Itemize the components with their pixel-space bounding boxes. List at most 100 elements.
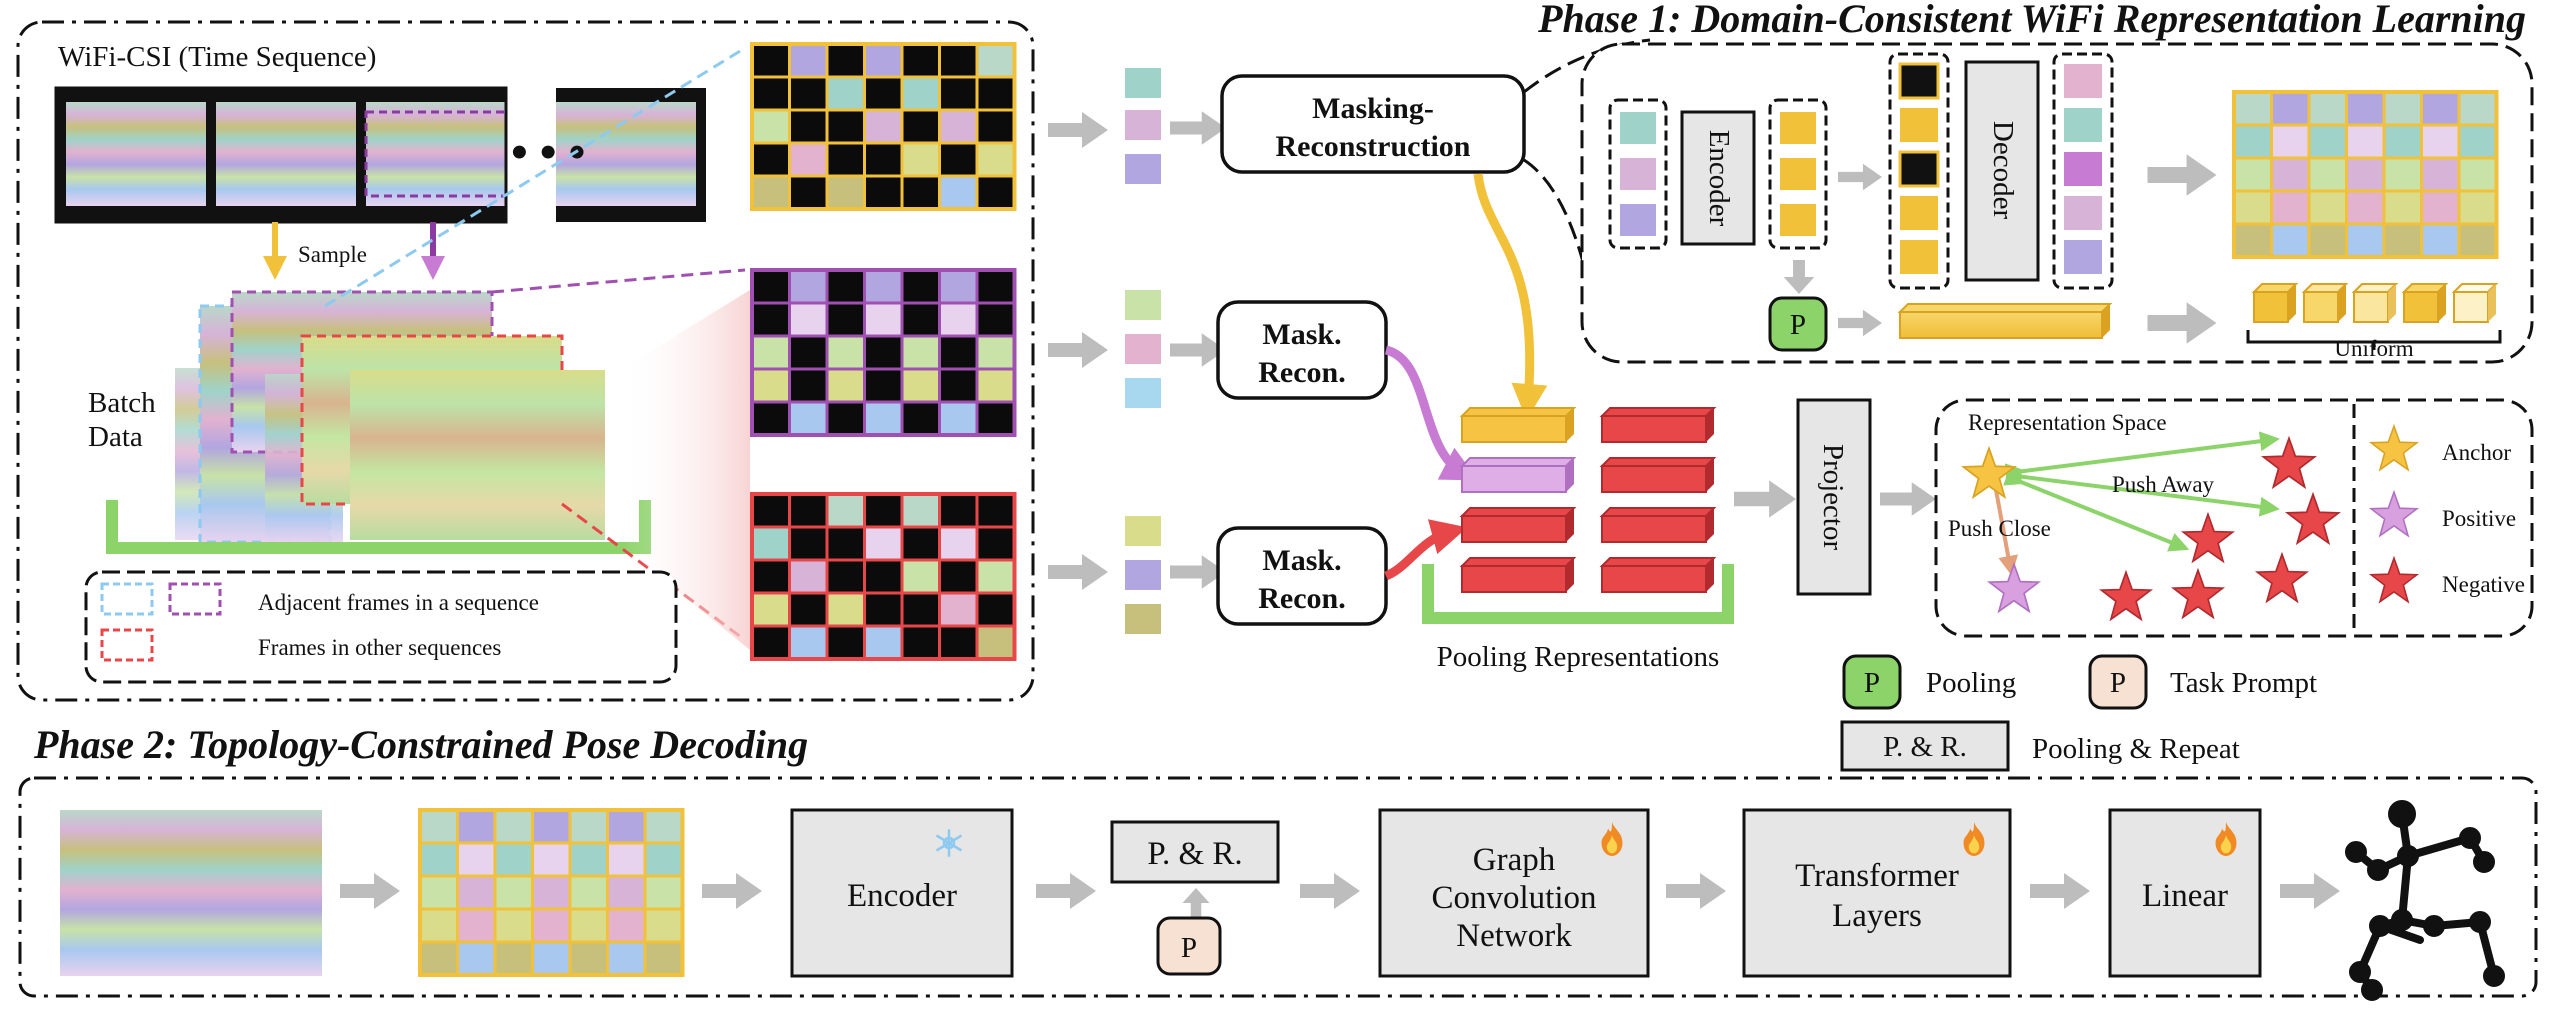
mae-input-tokens-box xyxy=(1608,98,1668,250)
p2-transformer-line1: Transformer xyxy=(1795,858,1959,894)
p2-arrow-4 xyxy=(1300,873,1360,909)
key-pooling-badge-text: P xyxy=(1864,667,1880,699)
key-prompt-badge-text: P xyxy=(2110,667,2126,699)
key-pr-box xyxy=(1840,720,2010,772)
legend-other-text: Frames in other sequences xyxy=(258,635,501,660)
p2-transformer-box xyxy=(1742,808,2012,978)
mae-latent-box xyxy=(1768,98,1828,250)
mae-mask-tokens-box xyxy=(1888,52,1950,290)
csi-frame-3 xyxy=(364,102,508,206)
csi-frame-1 xyxy=(66,102,206,206)
masking-reconstruction-line1: Masking- xyxy=(1312,92,1434,125)
wifi-csi-label: WiFi-CSI (Time Sequence) xyxy=(58,41,376,73)
curve-yellow xyxy=(1473,173,1548,420)
p2-gcn-line3: Network xyxy=(1456,918,1572,954)
mae-decoder-box xyxy=(1964,60,2040,282)
phase1-title: Phase 1: Domain-Consistent WiFi Represen… xyxy=(1537,0,2526,41)
legend-blue-swatch xyxy=(100,582,154,616)
mask-recon-3-line2: Recon. xyxy=(1258,582,1345,615)
zoom-connector xyxy=(1523,38,1651,94)
uniform-cubes xyxy=(2251,283,2499,323)
legend-red-swatch xyxy=(100,628,154,662)
p2-prompt-up-arrow xyxy=(1182,888,1210,918)
push-close-label: Push Close xyxy=(1948,516,2051,541)
reconstructed-grid xyxy=(2232,90,2499,259)
p2-pr-box xyxy=(1110,820,1280,884)
curve-red xyxy=(1384,519,1468,581)
projector-box xyxy=(1796,398,1872,596)
mae-encoder-label: Encoder xyxy=(1703,130,1735,227)
connector-blue xyxy=(324,46,746,308)
pooling-representations-label: Pooling Representations xyxy=(1437,641,1720,673)
masking-reconstruction-line2: Reconstruction xyxy=(1276,130,1471,163)
mae-output-box xyxy=(2052,52,2114,290)
mae-pooling-badge-text: P xyxy=(1790,309,1806,341)
masked-grid-yellow xyxy=(750,42,1017,211)
pooling-representations xyxy=(1459,407,1717,593)
red-fade-wedge xyxy=(620,290,750,650)
p2-gcn-line2: Convolution xyxy=(1431,880,1596,916)
key-pr-text: P. & R. xyxy=(1883,731,1967,763)
arrow-pool-projector xyxy=(1734,480,1796,518)
p2-arrow-1 xyxy=(340,873,400,909)
pooled-yellow-bar xyxy=(1897,303,2113,339)
patches-1 xyxy=(1125,68,1161,184)
uniform-label: Uniform xyxy=(2334,336,2413,361)
arrow-patches1-mr xyxy=(1170,111,1226,145)
phase2-title: Phase 2: Topology-Constrained Pose Decod… xyxy=(33,722,808,767)
masked-grid-purple xyxy=(750,268,1017,437)
patches-2 xyxy=(1125,290,1161,408)
p2-linear-label: Linear xyxy=(2142,878,2228,914)
phase2-panel xyxy=(18,776,2538,998)
key-prompt-badge xyxy=(2088,654,2148,710)
arrow-grid2-patches xyxy=(1048,332,1108,368)
patches-3 xyxy=(1125,516,1161,634)
mae-encoder-box xyxy=(1680,110,1756,246)
p2-transformer-line2: Layers xyxy=(1832,898,1922,934)
mae-pooling-badge xyxy=(1768,296,1828,352)
p2-patch-grid xyxy=(418,808,685,977)
push-away-arrow-3 xyxy=(2002,466,2190,552)
mae-decoder-label: Decoder xyxy=(1987,121,2019,220)
p2-arrow-3 xyxy=(1036,873,1096,909)
csi-frame-4 xyxy=(556,102,696,206)
key-task-prompt-label: Task Prompt xyxy=(2170,667,2317,699)
mask-recon-3-line1: Mask. xyxy=(1262,544,1341,577)
p2-prompt-badge-text: P xyxy=(1181,932,1197,964)
pose-skeleton xyxy=(2345,800,2505,1001)
p2-arrow-2 xyxy=(702,873,762,909)
zoom-connector-2 xyxy=(1523,158,1594,301)
p2-arrow-7 xyxy=(2280,873,2340,909)
p2-csi-frame xyxy=(60,810,322,976)
masked-grid-red xyxy=(750,492,1017,661)
p2-prompt-badge xyxy=(1156,916,1222,976)
key-pooling-repeat-label: Pooling & Repeat xyxy=(2032,733,2240,765)
legend-negative-label: Negative xyxy=(2442,572,2525,597)
legend-adjacent-text: Adjacent frames in a sequence xyxy=(258,590,539,615)
legend-purple-swatch xyxy=(168,582,222,616)
batch-data-label-2: Data xyxy=(88,421,143,453)
mask-recon-2-line1: Mask. xyxy=(1262,318,1341,351)
uniform-brace xyxy=(2246,330,2502,350)
arrow-projector-space xyxy=(1880,482,1936,516)
legend-anchor-label: Anchor xyxy=(2442,440,2511,465)
p2-arrow-5 xyxy=(1666,873,1726,909)
p2-encoder-box xyxy=(790,808,1014,978)
push-close-arrow xyxy=(1994,489,2019,576)
p2-arrow-6 xyxy=(2030,873,2090,909)
legend-positive-label: Positive xyxy=(2442,506,2516,531)
arrow-grid1-patches xyxy=(1048,112,1108,148)
p2-pr-label: P. & R. xyxy=(1147,836,1242,872)
p2-encoder-label: Encoder xyxy=(847,878,957,914)
arrow-grid3-patches xyxy=(1048,554,1108,590)
representation-space-label: Representation Space xyxy=(1968,410,2167,435)
push-away-label: Push Away xyxy=(2112,472,2215,497)
csi-frame-2 xyxy=(216,102,356,206)
projector-label: Projector xyxy=(1817,444,1849,551)
key-pooling-label: Pooling xyxy=(1926,667,2016,699)
masking-reconstruction-box xyxy=(1220,74,1526,174)
batch-data-stack xyxy=(175,290,605,544)
pooling-tray xyxy=(1422,564,1734,624)
csi-panel-border xyxy=(16,20,1035,702)
